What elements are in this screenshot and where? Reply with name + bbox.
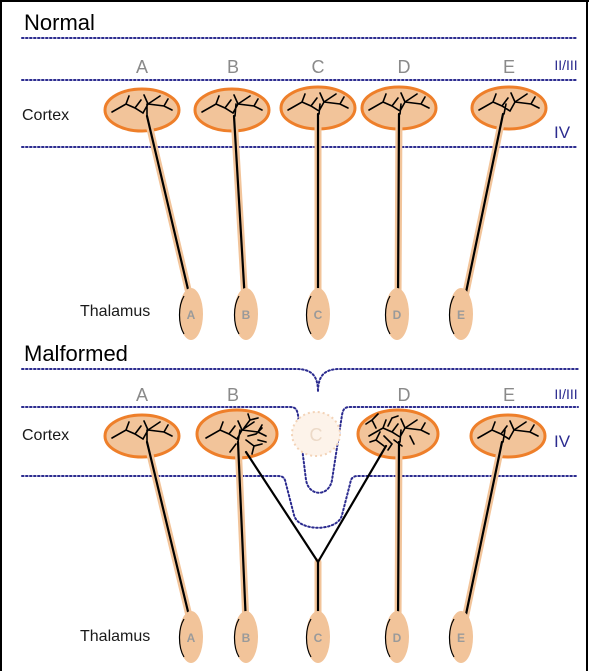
column-label-c-faded: C xyxy=(310,425,323,445)
axon-b xyxy=(234,116,245,302)
column-label-c: C xyxy=(312,57,325,77)
thalamic-nucleus-c-malformed: C xyxy=(306,611,330,663)
axon-c-branch-to-d xyxy=(318,446,386,562)
layer-label-iv-malformed: IV xyxy=(554,432,571,451)
nucleus-label-d: D xyxy=(393,308,402,322)
thalamic-nucleus-e-malformed: E xyxy=(449,611,473,663)
thalamic-nucleus-d: D xyxy=(385,288,409,340)
nucleus-label-c-malformed: C xyxy=(314,631,323,645)
column-label-d: D xyxy=(398,57,411,77)
layer-label-ii-iii: II/III xyxy=(554,57,577,73)
thalamic-nucleus-b: B xyxy=(234,288,258,340)
thalamic-nucleus-b-malformed: B xyxy=(234,611,258,663)
axon-d-malformed xyxy=(398,442,399,624)
nucleus-label-c: C xyxy=(314,308,323,322)
thalamic-nucleus-a: A xyxy=(179,288,203,340)
boundary-line-1-malformed xyxy=(22,369,578,392)
nucleus-label-e: E xyxy=(457,308,465,322)
column-label-a-malformed: A xyxy=(136,385,148,405)
axon-e-malformed xyxy=(464,442,502,624)
column-label-a: A xyxy=(136,57,148,77)
axon-a-malformed xyxy=(147,442,191,624)
column-label-b-malformed: B xyxy=(227,385,239,405)
panel-normal: Normal A B C D E II/III IV Cortex Thalam… xyxy=(22,10,578,340)
axon-e xyxy=(464,114,503,302)
axon-a xyxy=(147,116,191,302)
region-label-thalamus-malformed: Thalamus xyxy=(80,628,150,645)
axon-c-branch-to-b xyxy=(246,452,318,562)
panel-title-normal: Normal xyxy=(24,10,95,35)
nucleus-label-e-malformed: E xyxy=(457,631,465,645)
panel-malformed: Malformed A B D E II/III IV Cortex Thala… xyxy=(22,341,578,663)
layer-label-ii-iii-malformed: II/III xyxy=(554,386,577,402)
thalamic-nucleus-e: E xyxy=(449,288,473,340)
column-label-e-malformed: E xyxy=(503,385,515,405)
axon-d xyxy=(398,114,399,302)
nucleus-label-b-malformed: B xyxy=(242,631,251,645)
column-label-e: E xyxy=(503,57,515,77)
region-label-cortex: Cortex xyxy=(22,107,69,124)
nucleus-label-b: B xyxy=(242,308,251,322)
column-label-b: B xyxy=(227,57,239,77)
thalamic-nucleus-a-malformed: A xyxy=(179,611,203,663)
layer-label-iv: IV xyxy=(554,123,571,142)
column-label-d-malformed: D xyxy=(398,385,411,405)
nucleus-label-a-malformed: A xyxy=(187,631,196,645)
nucleus-label-d-malformed: D xyxy=(393,631,402,645)
nucleus-label-a: A xyxy=(187,308,196,322)
thalamic-nucleus-d-malformed: D xyxy=(385,611,409,663)
region-label-thalamus: Thalamus xyxy=(80,303,150,320)
thalamic-nucleus-c: C xyxy=(306,288,330,340)
region-label-cortex-malformed: Cortex xyxy=(22,427,69,444)
panel-title-malformed: Malformed xyxy=(24,341,128,366)
